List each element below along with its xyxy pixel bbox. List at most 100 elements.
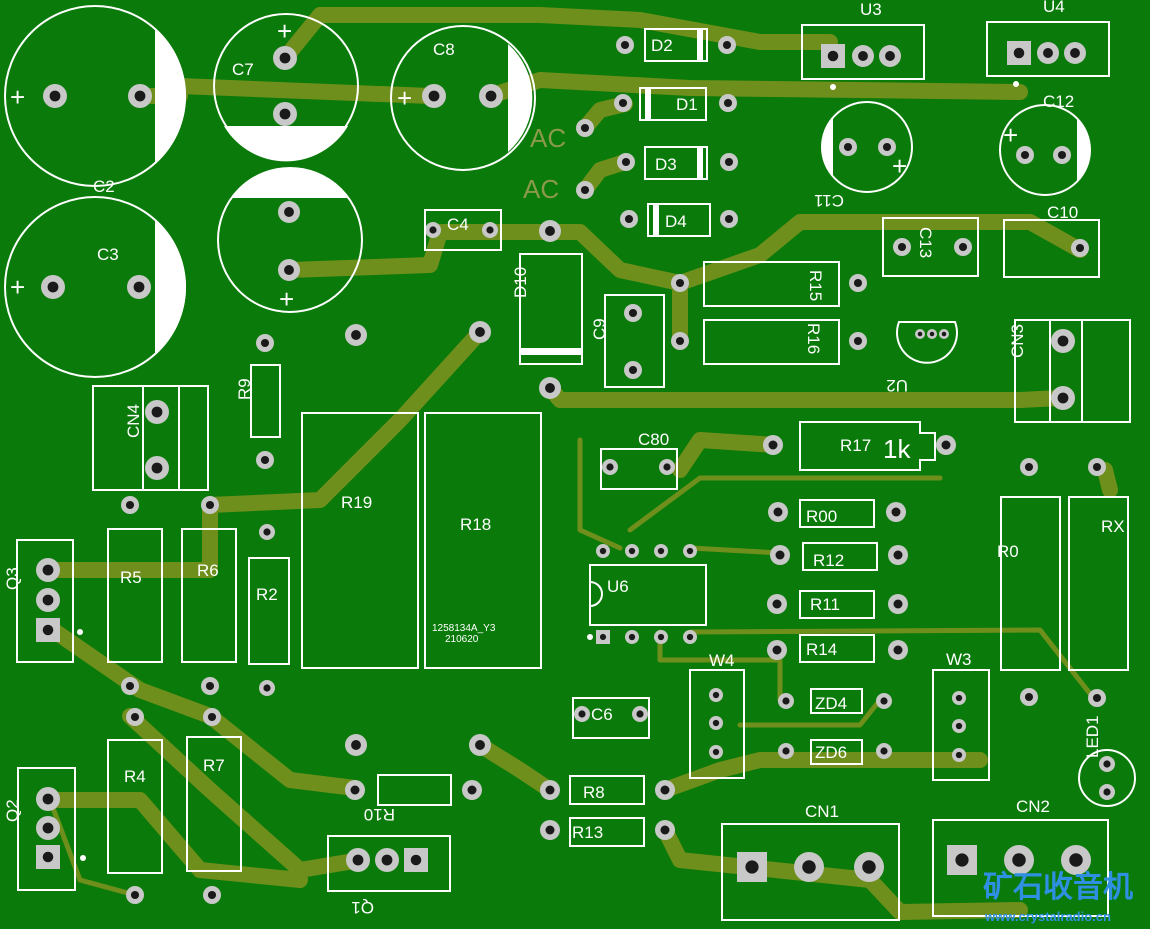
led1-outline (1078, 749, 1136, 807)
resistor-r19-outline (301, 412, 419, 669)
resistor-rx-outline (1068, 496, 1129, 671)
label-ac-1: AC (530, 123, 566, 153)
board-marking-line2: 210620 (445, 634, 479, 645)
pad-hole (628, 547, 636, 555)
label-zd4: ZD4 (815, 694, 847, 713)
pad-hole (858, 51, 868, 61)
regulator-u3-outline (801, 24, 925, 80)
polarity-plus-c2: + (10, 82, 25, 112)
label-cn1: CN1 (805, 802, 839, 821)
pad-hole (1103, 788, 1111, 796)
pad-hole (958, 242, 968, 252)
pad-hole (853, 278, 863, 288)
resistor-r9-outline (250, 364, 281, 438)
pad-hole (941, 440, 951, 450)
capacitor-c6-outline (572, 697, 650, 739)
resistor-r13-outline (569, 817, 645, 847)
zener-zd6-outline (810, 739, 863, 765)
pad-hole (545, 825, 555, 835)
pad-hole (284, 265, 294, 275)
pad-hole (955, 694, 963, 702)
polarity-plus-c-unlabeled: + (279, 284, 294, 314)
capacitor-c2-outline (4, 5, 187, 187)
label-c2: C2 (93, 177, 115, 196)
pad-hole (42, 594, 54, 606)
capacitor-c10-outline (1003, 219, 1100, 278)
pad-hole (773, 507, 783, 517)
pad-hole (475, 740, 485, 750)
pad-hole (768, 440, 778, 450)
polarity-plus-c3: + (10, 272, 25, 302)
pad-hole (893, 645, 903, 655)
label-d2: D2 (651, 36, 673, 55)
label-cn3: CN3 (1008, 324, 1027, 358)
label-rx: RX (1101, 517, 1125, 536)
pad-hole (125, 500, 135, 510)
label-layer: C2 C3 C7 C8 C4 C13 C10 C12 C11 C9 C80 C6… (3, 0, 1125, 917)
capacitor-c13-outline (882, 217, 979, 277)
label-u2: U2 (886, 376, 908, 395)
label-r6: R6 (197, 561, 219, 580)
label-c3: C3 (97, 245, 119, 264)
diode-d10-band (520, 348, 582, 355)
diode-d4-outline (647, 203, 711, 237)
regulator-u2-outline (896, 321, 958, 364)
resistor-r7-outline (186, 736, 242, 872)
pad-hole (955, 751, 963, 759)
pad-hole (580, 185, 590, 195)
pad-hole (620, 40, 630, 50)
pad-hole (624, 214, 634, 224)
label-r15: R15 (806, 270, 825, 301)
capacitor-unlabeled-outline (217, 167, 363, 313)
capacitor-c9-outline (604, 294, 665, 388)
transistor-q2-outline (17, 767, 76, 891)
resistor-r16-outline (703, 319, 840, 365)
watermark: 矿石收音机 www.crystalradio.cn (983, 870, 1133, 924)
pad-hole (724, 214, 734, 224)
label-c9: C9 (590, 318, 609, 340)
pad-hole (880, 697, 888, 705)
pad-hole (885, 51, 895, 61)
transistor-q3-outline (16, 539, 74, 663)
diode-d1-band (645, 88, 651, 120)
pad-hole (545, 785, 555, 795)
pad-hole (1075, 243, 1085, 253)
polarity-plus-c8: + (397, 83, 412, 113)
pad-hole (578, 710, 586, 718)
pad-hole (279, 108, 291, 120)
pad-hole (955, 722, 963, 730)
pad-hole (772, 645, 782, 655)
pad-hole (599, 633, 607, 641)
pad-hole (628, 633, 636, 641)
pad-hole (862, 860, 876, 874)
pad-hole (772, 599, 782, 609)
pad-hole (151, 462, 163, 474)
label-zd6: ZD6 (815, 743, 847, 762)
watermark-url: www.crystalradio.cn (984, 909, 1111, 924)
pad-hole (628, 365, 638, 375)
pad-hole (722, 40, 732, 50)
pad-hole (263, 528, 271, 536)
pad-hole (1092, 693, 1102, 703)
resistor-r15-outline (703, 261, 840, 307)
label-r17-value: 1k (883, 434, 911, 464)
pad-hole (897, 242, 907, 252)
label-r9: R9 (235, 378, 254, 400)
pad-hole (42, 851, 54, 863)
pad-hole (675, 278, 685, 288)
pad-hole (1013, 47, 1025, 59)
pad-hole (352, 854, 364, 866)
zener-zd4-outline (810, 688, 863, 714)
label-c8: C8 (433, 40, 455, 59)
pad-hole (636, 710, 644, 718)
label-w3: W3 (946, 650, 972, 669)
diode-d2-band (697, 29, 703, 61)
pad-hole (724, 157, 734, 167)
pad-hole (712, 719, 720, 727)
pad-hole (47, 281, 59, 293)
label-d10: D10 (511, 267, 530, 298)
label-r2: R2 (256, 585, 278, 604)
label-r18: R18 (460, 515, 491, 534)
pad-hole (545, 226, 555, 236)
pad-hole (1070, 48, 1080, 58)
